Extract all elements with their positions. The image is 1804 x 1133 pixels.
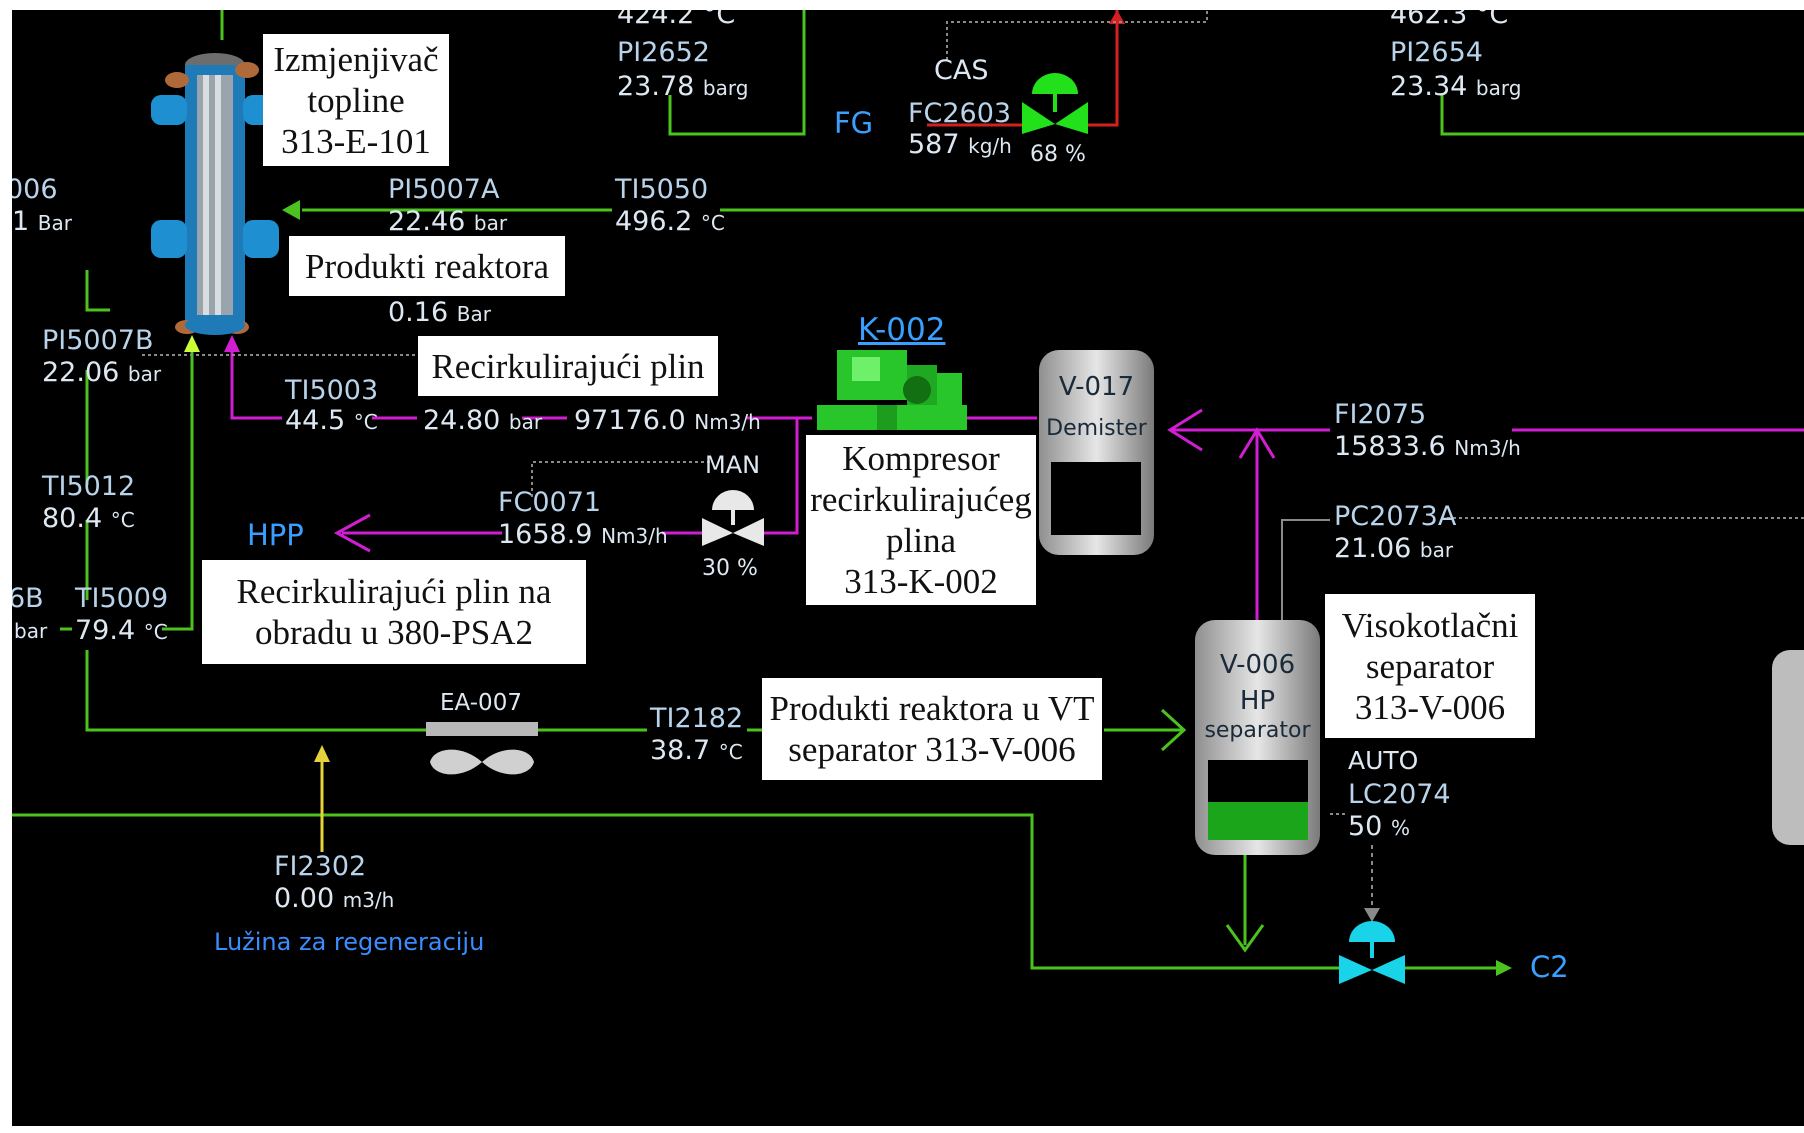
auto-mode: AUTO: [1348, 746, 1419, 775]
fc2603-output: 68 %: [1030, 142, 1086, 167]
psa-annotation-line1: Recirkulirajući plin na: [236, 572, 552, 611]
dp-value: 0.16 Bar: [388, 297, 491, 328]
v006-sub1: HP: [1239, 686, 1276, 716]
recycle-pressure-value: 24.80 bar: [423, 405, 543, 436]
exchanger-annotation-line1: Izmjenjivač: [273, 39, 439, 79]
pi2652-value: 23.78 barg: [617, 71, 749, 102]
v006-vessel-icon[interactable]: [1190, 620, 1325, 860]
fc0071-output: 30 %: [702, 556, 758, 581]
man-mode: MAN: [705, 451, 761, 479]
ti2182-tag[interactable]: TI2182: [650, 703, 744, 734]
pi2654-value: 23.34 barg: [1390, 71, 1522, 102]
ea007-name: EA-007: [440, 690, 522, 716]
compressor-annotation-line1: Kompresor: [842, 439, 1000, 478]
lc2074-value: 50 %: [1348, 811, 1410, 842]
to-separator-annotation-line1: Produkti reaktora u VT: [769, 689, 1095, 728]
fc2603-value: 587 kg/h: [908, 129, 1012, 160]
ea007-cooler-icon[interactable]: [424, 722, 542, 777]
to-separator-annotation-line2: separator 313-V-006: [788, 730, 1076, 769]
cas-mode: CAS: [934, 55, 989, 86]
pi2652-tag[interactable]: PI2652: [617, 37, 710, 68]
left-partial-tag-6b: 6B: [12, 583, 44, 614]
compressor-annotation-line4: 313-K-002: [844, 562, 998, 601]
lc2074-valve-icon[interactable]: [1337, 920, 1407, 985]
fi2302-tag[interactable]: FI2302: [274, 851, 367, 882]
pi5007a-value: 22.46 bar: [388, 206, 508, 237]
heat-exchanger-icon[interactable]: [137, 45, 292, 345]
process-lines: [12, 10, 1804, 976]
exchanger-annotation-line3: 313-E-101: [281, 121, 431, 161]
compressor-annotation-line2: recirkulirajućeg: [810, 480, 1032, 519]
left-partial-unit: bar: [14, 619, 48, 643]
luzina-stream-label: Lužina za regeneraciju: [214, 928, 485, 956]
process-display: 424.2 °C 462.3 °C PI2652 23.78 barg PI26…: [12, 10, 1804, 1126]
psa-annotation: Recirkulirajući plin na obradu u 380-PSA…: [202, 560, 586, 664]
compressor-annotation: Kompresor recirkulirajućeg plina 313-K-0…: [806, 435, 1036, 605]
recycle-gas-annotation: Recirkulirajući plin: [418, 336, 718, 396]
fi2075-tag[interactable]: FI2075: [1334, 399, 1427, 430]
ti5012-tag[interactable]: TI5012: [42, 471, 136, 502]
to-separator-annotation: Produkti reaktora u VT separator 313-V-0…: [762, 678, 1102, 780]
separator-annotation-line1: Visokotlačni: [1341, 605, 1519, 645]
pi5007b-value: 22.06 bar: [42, 357, 162, 388]
ti5050-tag[interactable]: TI5050: [615, 174, 709, 205]
fc0071-value: 1658.9 Nm3/h: [498, 519, 668, 550]
compressor-annotation-line3: plina: [886, 521, 956, 560]
v017-vessel-icon[interactable]: [1034, 350, 1159, 560]
k002-link[interactable]: K-002: [858, 312, 946, 348]
recycle-flow-value: 97176.0 Nm3/h: [574, 405, 761, 436]
ti2182-value: 38.7 °C: [650, 735, 743, 766]
separator-annotation-line2: separator: [1365, 646, 1495, 686]
pc2073a-value: 21.06 bar: [1334, 533, 1454, 564]
left-partial-value: 1 Bar: [12, 206, 72, 237]
hpp-stream-label: HPP: [247, 518, 304, 552]
exchanger-annotation: Izmjenjivač topline 313-E-101: [263, 34, 449, 166]
v006-sub2: separator: [1204, 718, 1311, 743]
pc2073a-tag[interactable]: PC2073A: [1334, 501, 1457, 532]
ti5003-value: 44.5 °C: [285, 405, 378, 436]
fc2603-valve-icon[interactable]: [1020, 72, 1090, 137]
v017-name: V-017: [1058, 372, 1135, 402]
fi2302-value: 0.00 m3/h: [274, 883, 395, 914]
psa-annotation-line2: obradu u 380-PSA2: [254, 613, 534, 652]
pi2654-tag[interactable]: PI2654: [1390, 37, 1483, 68]
ti5003-tag[interactable]: TI5003: [285, 375, 379, 406]
top-left-temp: 424.2 °C: [617, 10, 736, 30]
ti5050-value: 496.2 °C: [615, 206, 725, 237]
pi5007b-tag[interactable]: PI5007B: [42, 325, 154, 356]
lc2074-tag[interactable]: LC2074: [1348, 779, 1451, 810]
separator-annotation-line3: 313-V-006: [1354, 687, 1506, 727]
v006-name: V-006: [1219, 650, 1296, 680]
left-partial-tag: 006: [12, 174, 58, 205]
ti5009-value: 79.4 °C: [75, 615, 168, 646]
ti5012-value: 80.4 °C: [42, 503, 135, 534]
fc2603-tag[interactable]: FC2603: [908, 98, 1012, 129]
top-right-temp: 462.3 °C: [1390, 10, 1509, 30]
separator-annotation: Visokotlačni separator 313-V-006: [1325, 594, 1535, 738]
products-annotation: Produkti reaktora: [289, 236, 565, 296]
fc0071-valve-icon[interactable]: [700, 488, 765, 548]
partial-vessel-icon: [1772, 650, 1804, 845]
exchanger-annotation-line2: topline: [307, 80, 405, 120]
ti5009-tag[interactable]: TI5009: [75, 583, 169, 614]
c2-stream-label: C2: [1530, 950, 1569, 984]
pi5007a-tag[interactable]: PI5007A: [388, 174, 500, 205]
v017-sub: Demister: [1046, 416, 1147, 441]
fc0071-tag[interactable]: FC0071: [498, 487, 602, 518]
fi2075-value: 15833.6 Nm3/h: [1334, 431, 1521, 462]
fg-stream-label: FG: [834, 106, 874, 140]
compressor-icon[interactable]: [817, 345, 972, 430]
